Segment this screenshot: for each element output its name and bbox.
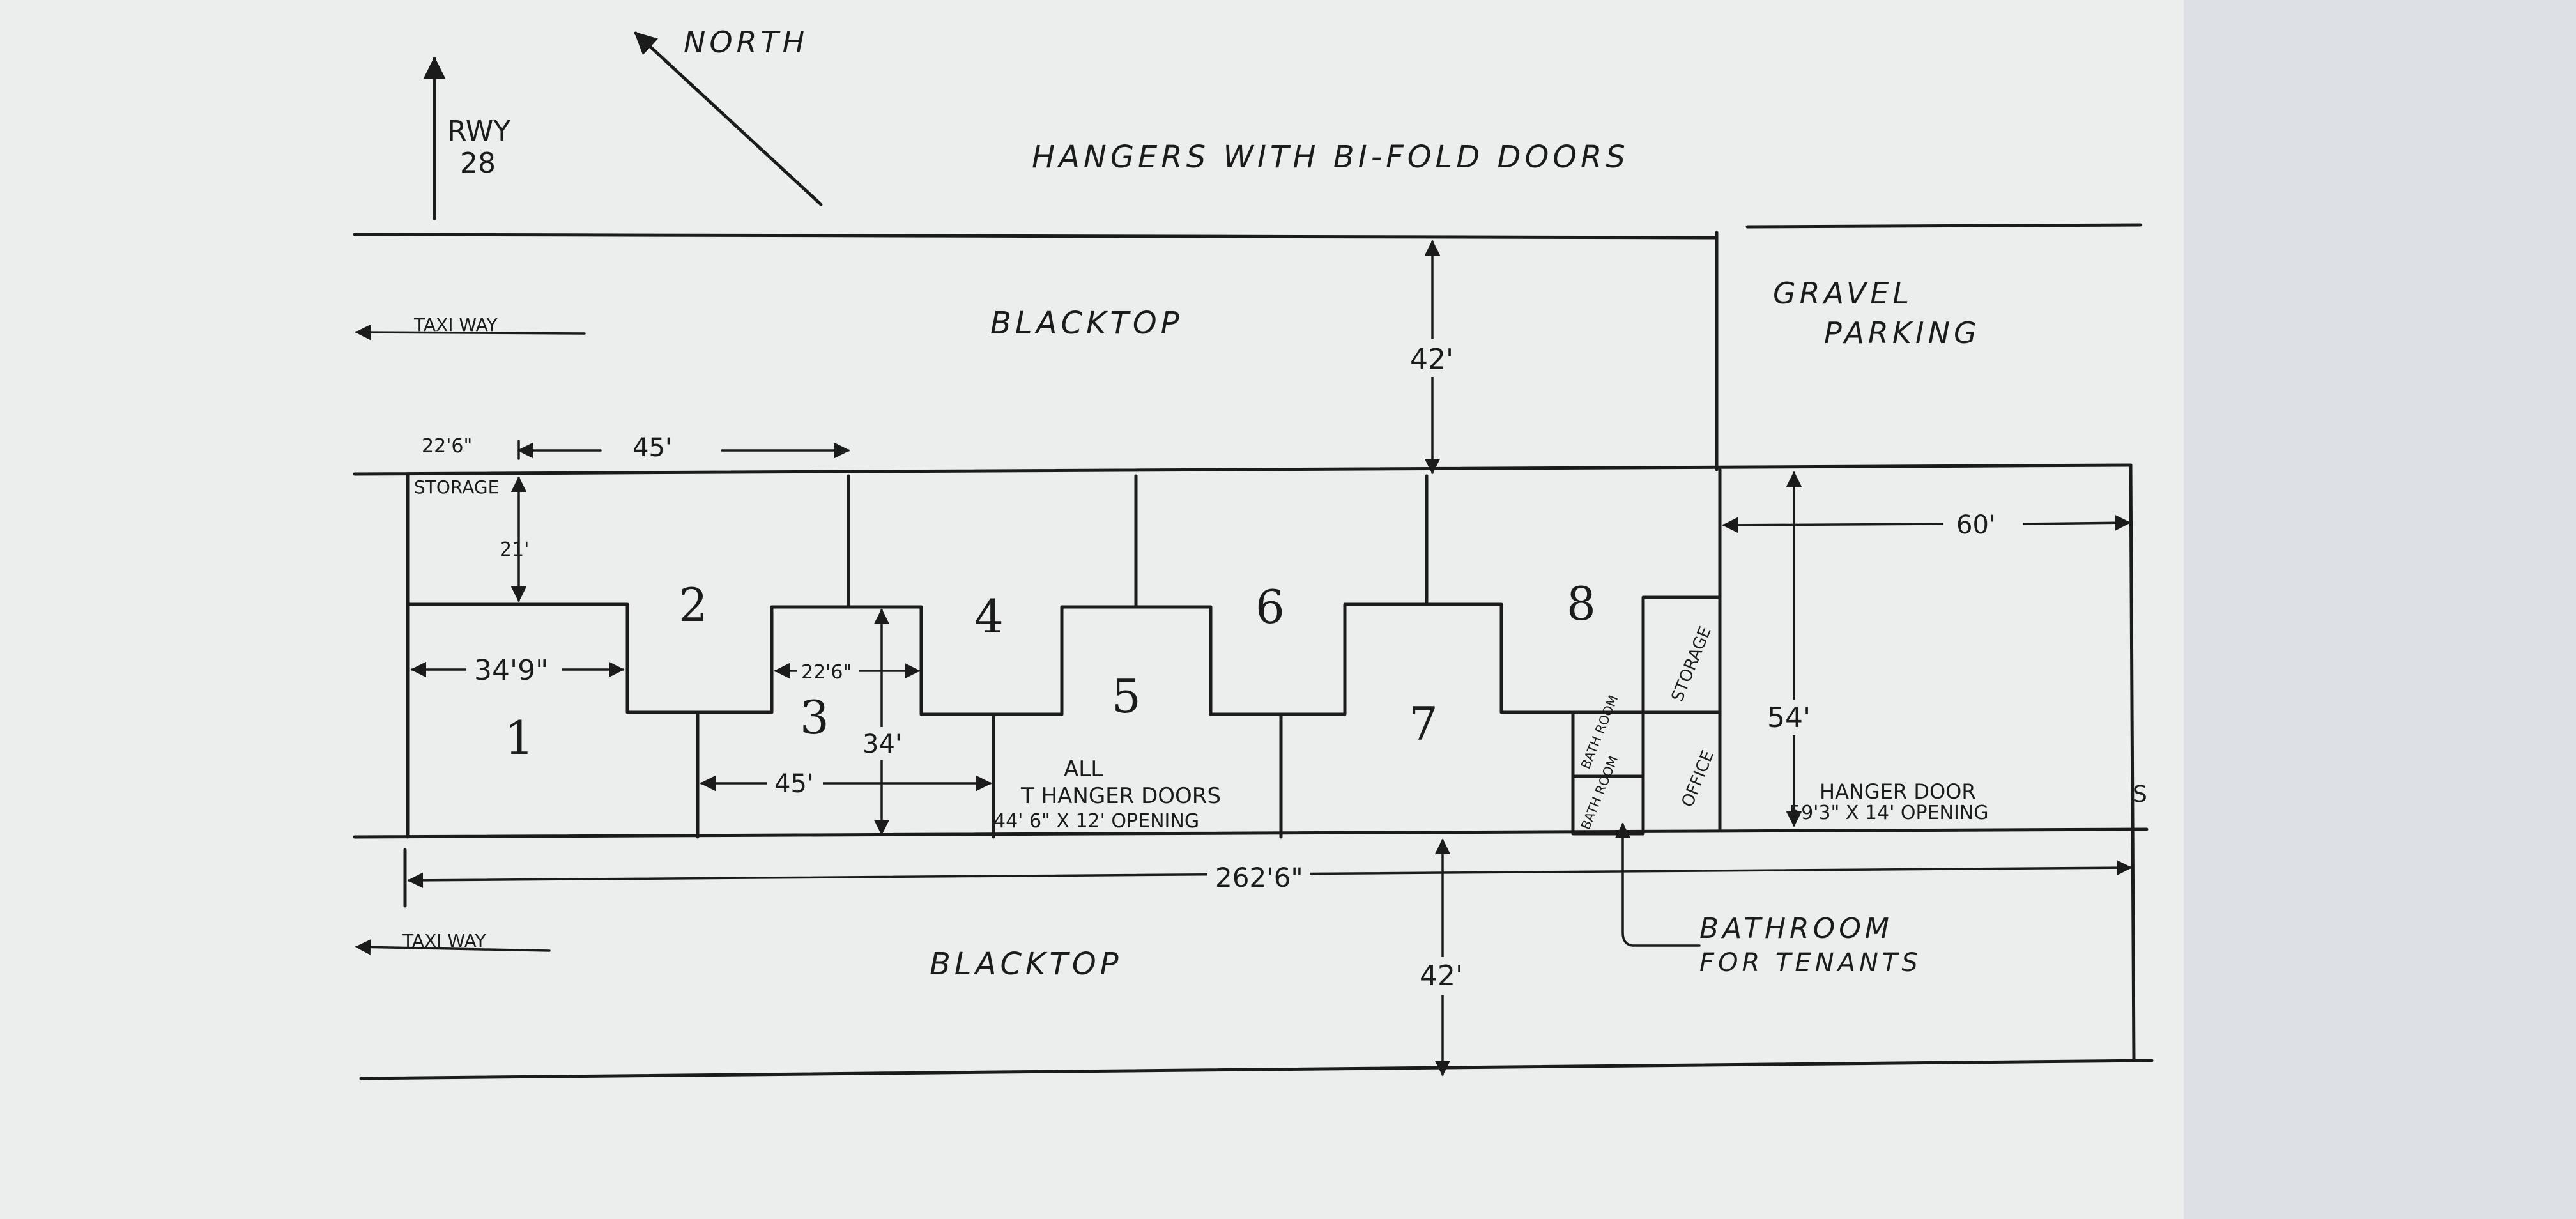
paper-sheet	[0, 0, 2184, 1219]
hanger-door-note: HANGER DOOR 59'3" X 14' OPENING	[1789, 779, 1989, 824]
plan-title: HANGERS WITH BI-FOLD DOORS	[1032, 139, 1629, 175]
bathroom-callout-leader	[1614, 822, 1701, 947]
north-boundary-line	[353, 233, 1719, 240]
building-north-wall	[353, 463, 2133, 476]
unit-2-label: 2	[678, 578, 708, 632]
storage-width-dim: 22'6"	[422, 435, 472, 457]
blacktop-top-label: BLACKTOP	[990, 305, 1183, 341]
north-arrow	[634, 31, 823, 206]
gravel-parking-label: GRAVEL PARKING	[1773, 276, 1981, 350]
runway-label: RWY 28	[447, 115, 519, 180]
building-south-wall	[353, 827, 2149, 839]
bay-width-bottom-dim: 45'	[774, 769, 814, 799]
unit-8-label: 8	[1567, 577, 1596, 631]
unit-4-label: 4	[974, 590, 1004, 643]
north-label: NORTH	[684, 25, 808, 59]
unit-7-label: 7	[1409, 697, 1438, 751]
bay-width-top-dim: 45'	[632, 433, 672, 463]
unit1-width-dim: 34'9"	[474, 654, 548, 687]
apron-bottom-dim: 42'	[1420, 960, 1463, 992]
unit-6-label: 6	[1255, 580, 1285, 634]
taxiway-bottom-label: TAXI WAY	[402, 930, 487, 951]
bathroom-tenants-note: BATHROOM FOR TENANTS	[1699, 912, 1922, 977]
small-mark: S	[2133, 781, 2147, 808]
storage-depth-dim: 21'	[500, 539, 529, 561]
unit3-notch-dim: 22'6"	[801, 661, 852, 684]
gravel-boundary-line	[1745, 223, 2142, 229]
hanger-doors-note: ALL T HANGER DOORS 44' 6" X 12' OPENING	[993, 756, 1228, 832]
hangar-width-dim-line-right	[2023, 515, 2131, 531]
building-depth-dim: 34'	[862, 730, 902, 759]
south-boundary-line	[359, 1059, 2154, 1080]
unit-3-label: 3	[800, 691, 829, 744]
building-east-wall	[2129, 463, 2136, 1062]
t-hangar-profile	[406, 602, 1574, 716]
hangar-width-dim: 60'	[1956, 510, 1996, 540]
hangar-width-dim-line-left	[1722, 517, 1943, 533]
desk-surface	[2184, 0, 2576, 1219]
taxiway-top-label: TAXI WAY	[413, 314, 498, 335]
taxiway-bottom-arrow	[355, 939, 551, 955]
overall-length-dim: 262'6"	[1215, 862, 1303, 893]
storage-corner-label: STORAGE	[414, 477, 499, 498]
taxiway-top-arrow	[355, 324, 586, 341]
unit-5-label: 5	[1112, 670, 1141, 723]
hangar-depth-dim: 54'	[1767, 702, 1811, 734]
apron-top-dim: 42'	[1410, 343, 1453, 376]
unit-1-label: 1	[505, 711, 534, 765]
blacktop-bottom-label: BLACKTOP	[930, 946, 1123, 982]
